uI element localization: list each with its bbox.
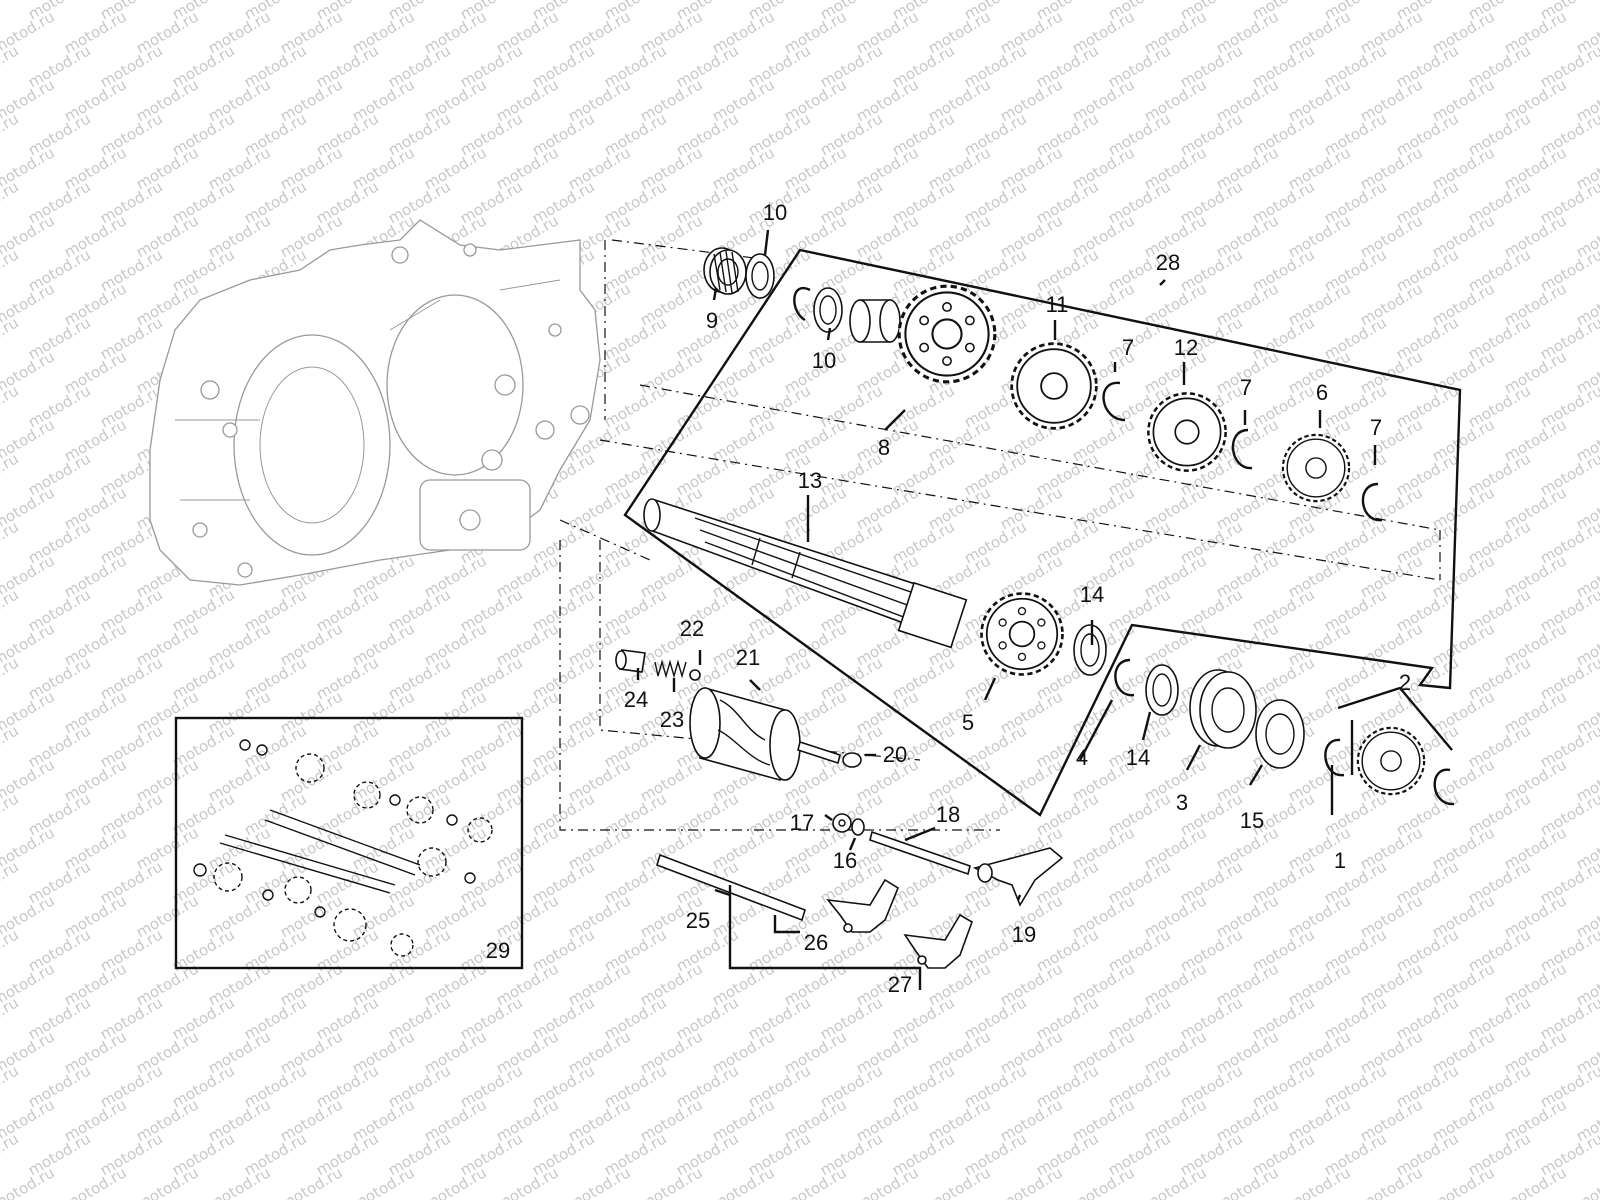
callout-28: 28 [1156, 250, 1180, 275]
callout-15: 15 [1240, 808, 1264, 833]
callout-4: 4 [1076, 745, 1088, 770]
sprocket-1 [1356, 726, 1426, 796]
circlip-7c [1361, 482, 1383, 522]
circlip-right [1324, 738, 1345, 777]
callout-21: 21 [736, 645, 760, 670]
fork-27 [903, 913, 973, 969]
callout-6: 6 [1316, 380, 1328, 405]
callout-7b: 7 [1240, 375, 1252, 400]
callout-29: 29 [486, 938, 510, 963]
circlip [793, 286, 811, 322]
bearing-3 [1189, 669, 1257, 749]
fork-26 [826, 878, 899, 933]
callout-23: 23 [660, 707, 684, 732]
callout-2: 2 [1399, 670, 1411, 695]
shift-shaft-18 [869, 830, 971, 876]
circlip-7a [1102, 381, 1126, 422]
nut-17 [832, 813, 852, 833]
callout-labels: 1 2 3 4 5 6 7 7 7 8 9 10 10 11 12 13 14 … [486, 200, 1411, 997]
washer-14a [1073, 624, 1107, 676]
gear-11 [1010, 342, 1098, 430]
gear-12 [1147, 392, 1227, 472]
callout-7a: 7 [1122, 335, 1134, 360]
gear-8 [897, 284, 997, 384]
callout-26: 26 [804, 930, 828, 955]
callout-5: 5 [962, 710, 974, 735]
washer-14b [1145, 664, 1179, 716]
thrust-washer-10 [745, 253, 775, 299]
callout-8: 8 [878, 435, 890, 460]
callout-12: 12 [1174, 335, 1198, 360]
leader-lines [636, 229, 1453, 990]
spring-23 [654, 659, 687, 679]
callout-17: 17 [790, 810, 814, 835]
oil-seal-15 [1255, 699, 1305, 769]
callout-25: 25 [686, 908, 710, 933]
callout-16: 16 [833, 848, 857, 873]
crankcase-half [149, 219, 601, 586]
callout-27: 27 [888, 972, 912, 997]
callout-18: 18 [936, 802, 960, 827]
inset-29 [174, 716, 524, 970]
callout-3: 3 [1176, 790, 1188, 815]
callout-19: 19 [1012, 922, 1036, 947]
circlip-far-right [1433, 768, 1455, 806]
group-28-outline [623, 248, 1462, 817]
gear-6 [1281, 433, 1351, 503]
callout-11: 11 [1046, 292, 1069, 317]
callout-20: 20 [883, 742, 907, 767]
selector-drum-21 [689, 686, 841, 782]
washer-10b [813, 287, 843, 333]
callout-7c: 7 [1370, 415, 1382, 440]
bushing [849, 299, 901, 343]
callout-9: 9 [706, 308, 718, 333]
callout-14a: 14 [1080, 582, 1104, 607]
mainshaft-13 [643, 498, 968, 649]
callout-1: 1 [1334, 848, 1346, 873]
circlip-7b [1231, 428, 1253, 470]
callout-13: 13 [798, 468, 822, 493]
callout-22: 22 [680, 616, 704, 641]
fork-19 [972, 847, 1064, 907]
callout-24: 24 [624, 687, 648, 712]
o-ring-16 [851, 818, 865, 836]
callout-10b: 10 [812, 348, 836, 373]
circlip-4 [1114, 658, 1135, 697]
callout-14b: 14 [1126, 745, 1150, 770]
washer-20 [842, 752, 862, 768]
ball-22 [689, 669, 701, 681]
pin-24 [615, 649, 646, 673]
callout-10a: 10 [763, 200, 787, 225]
needle-bearing-9 [703, 247, 747, 295]
gear-5 [980, 592, 1064, 676]
